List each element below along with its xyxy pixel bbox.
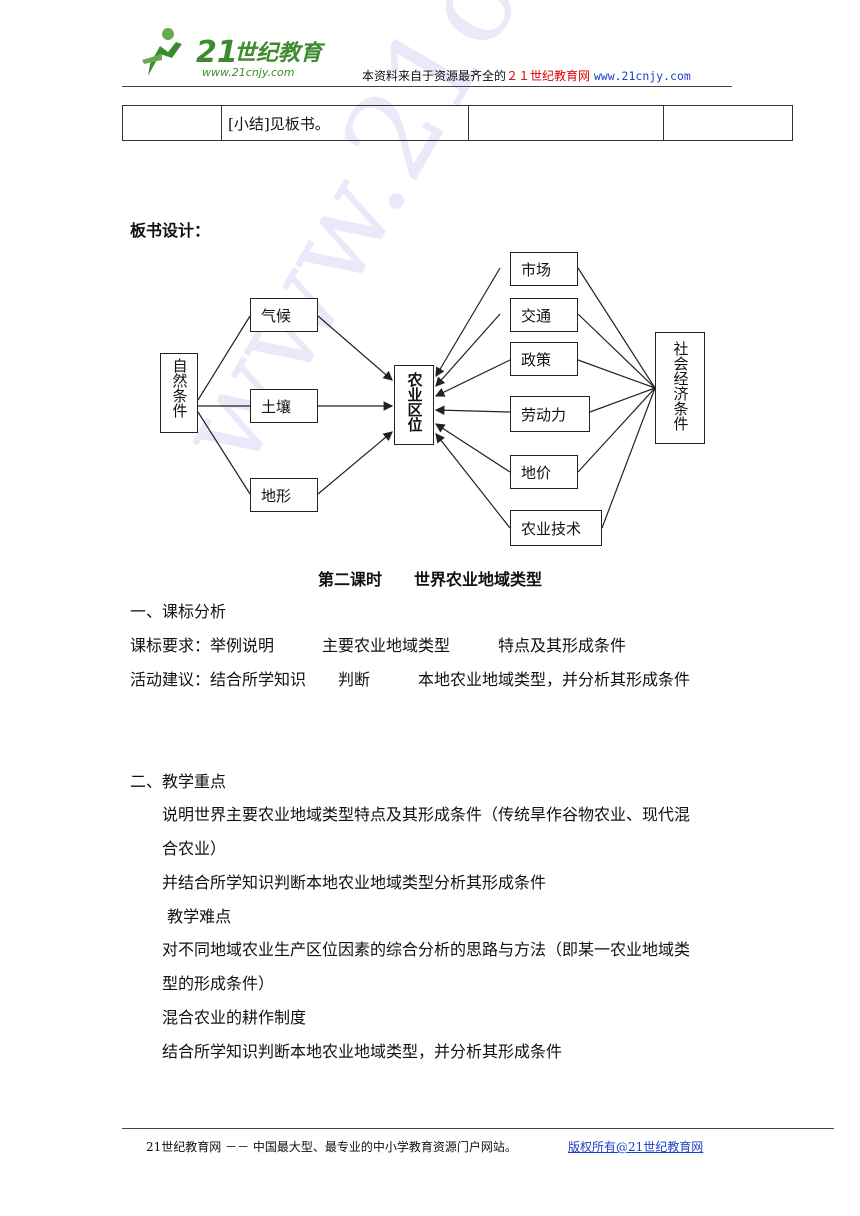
diagram-arrows [197, 267, 656, 529]
terrain-box: 地形 [250, 478, 318, 512]
header-url[interactable]: www.21cnjy.com [593, 69, 691, 83]
lesson-title: 第二课时 世界农业地域类型 [317, 570, 542, 589]
difficulty-1a: 对不同地域农业生产区位因素的综合分析的思路与方法（即某一农业地域类 [162, 940, 691, 959]
site-logo: 21 世纪教育 www.21cnjy.com [138, 24, 338, 82]
soil-box: 土壤 [250, 389, 318, 423]
section-1-title: 一、课标分析 [130, 602, 227, 621]
header-divider [122, 86, 732, 87]
difficulty-title: 教学难点 [162, 907, 232, 926]
policy-box: 政策 [510, 342, 578, 376]
footer-description: 21世纪教育网 －－ 中国最大型、最专业的中小学教育资源门户网站。 [146, 1140, 517, 1154]
footer-divider [122, 1128, 834, 1129]
agri-location-diagram: 自然条件 气候 土壤 地形 农业区位 市场 交通 政策 劳动力 地价 农业技术 … [150, 248, 720, 558]
header-notice-prefix: 本资料来自于资源最齐全的 [362, 69, 507, 83]
socioeconomic-box: 社会经济条件 [655, 332, 705, 444]
natural-conditions-box: 自然条件 [160, 353, 198, 433]
header-notice: 本资料来自于资源最齐全的２１世纪教育网 www.21cnjy.com [362, 67, 691, 84]
board-design-label: 板书设计： [130, 221, 211, 240]
activity-suggestion: 活动建议：结合所学知识 判断 本地农业地域类型，并分析其形成条件 [130, 670, 691, 689]
labor-box: 劳动力 [510, 396, 590, 432]
climate-box: 气候 [250, 298, 318, 332]
header-site-name[interactable]: ２１世纪教育网 [506, 69, 591, 83]
transport-box: 交通 [510, 298, 578, 332]
section-2-title: 二、教学重点 [130, 772, 227, 791]
key-point-2: 并结合所学知识判断本地农业地域类型分析其形成条件 [162, 873, 547, 892]
difficulty-3: 结合所学知识判断本地农业地域类型，并分析其形成条件 [162, 1042, 563, 1061]
market-box: 市场 [510, 252, 578, 286]
agri-location-box: 农业区位 [394, 365, 434, 445]
table-cell-empty [663, 105, 793, 141]
footer-copyright-link[interactable]: 版权所有@21世纪教育网 [568, 1140, 704, 1154]
svg-text:世纪教育: 世纪教育 [234, 40, 326, 66]
difficulty-2: 混合农业的耕作制度 [162, 1008, 307, 1027]
agri-tech-box: 农业技术 [510, 510, 602, 546]
table-cell-summary: [小结]见板书。 [221, 105, 469, 141]
svg-text:www.21cnjy.com: www.21cnjy.com [202, 66, 295, 79]
key-point-1a: 说明世界主要农业地域类型特点及其形成条件（传统旱作谷物农业、现代混 [162, 805, 691, 824]
difficulty-1b: 型的形成条件） [162, 974, 275, 993]
key-point-1b: 合农业） [162, 839, 227, 858]
svg-text:21: 21 [196, 35, 238, 70]
lesson-table-fragment: [小结]见板书。 [122, 105, 793, 141]
table-cell-empty [122, 105, 222, 141]
curriculum-requirement: 课标要求：举例说明 主要农业地域类型 特点及其形成条件 [130, 636, 627, 655]
land-price-box: 地价 [510, 455, 578, 489]
table-cell-empty [468, 105, 664, 141]
